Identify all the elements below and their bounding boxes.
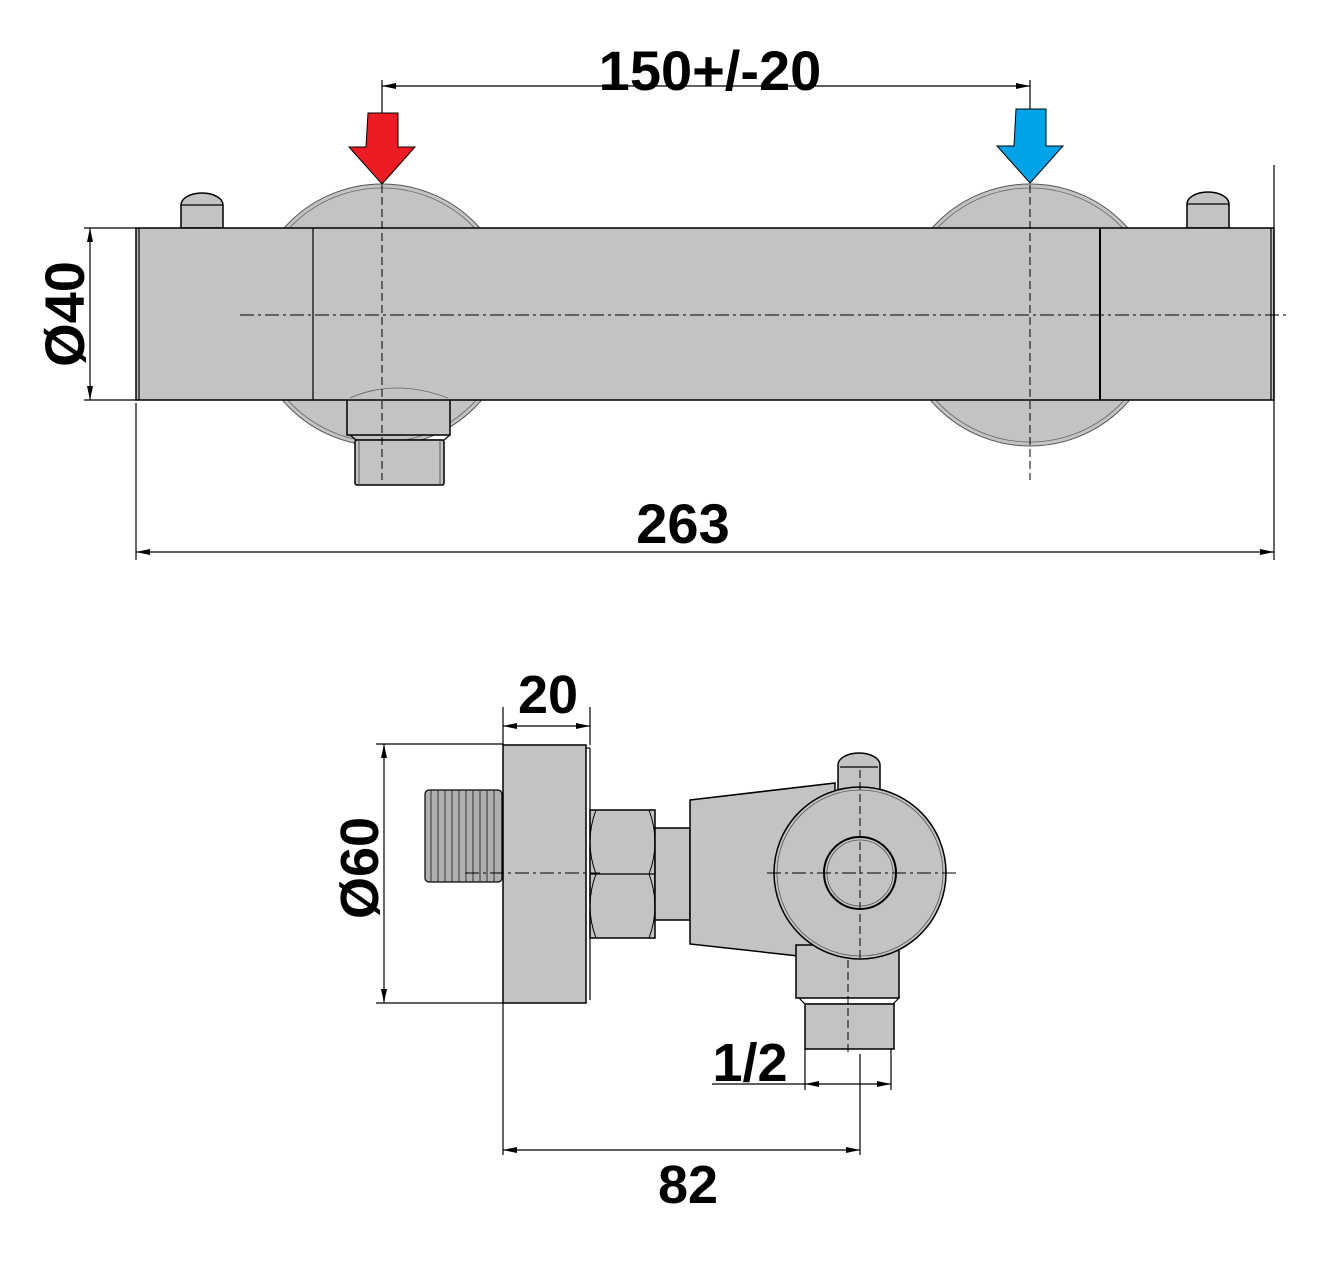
dim-outlet-thread: 1/2 — [712, 1033, 787, 1093]
right-pin — [1186, 191, 1230, 229]
side-view: 20 Ø60 1/2 82 — [330, 665, 960, 1215]
left-pin — [180, 192, 224, 229]
top-pin-side — [837, 752, 881, 793]
top-view: 150+/-20 Ø40 263 — [33, 39, 1288, 560]
outlet-thread — [354, 439, 445, 486]
cold-inlet-arrow-icon — [995, 108, 1065, 184]
outlet-thread-side — [804, 1003, 895, 1050]
wall-flange — [502, 744, 587, 1004]
dim-flange-depth: 20 — [518, 665, 578, 725]
dim-flange-diameter: Ø60 — [330, 817, 390, 919]
dim-inlet-spacing: 150+/-20 — [599, 39, 822, 102]
dim-body-diameter: Ø40 — [33, 261, 96, 367]
dim-wall-projection: 82 — [658, 1155, 718, 1215]
outlet-nut — [346, 397, 451, 436]
connector-pipe — [654, 827, 691, 921]
wall-thread — [424, 789, 503, 883]
mixer-body — [135, 227, 1275, 401]
dim-overall-length: 263 — [636, 492, 729, 555]
hot-inlet-arrow-icon — [347, 112, 417, 185]
